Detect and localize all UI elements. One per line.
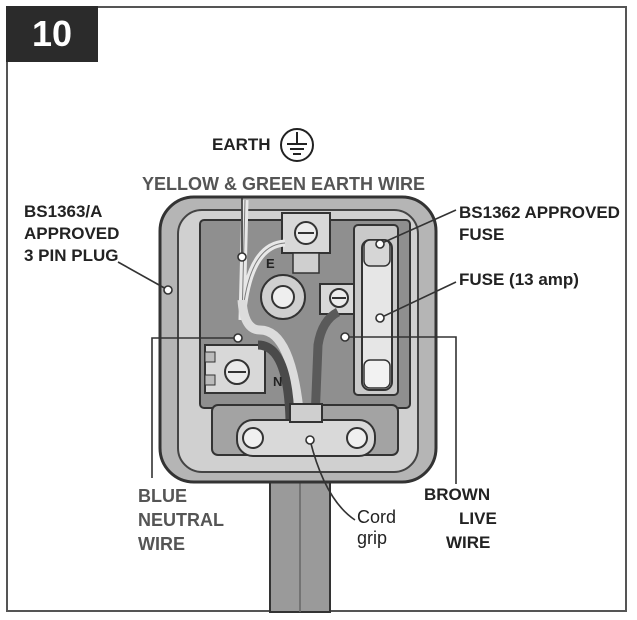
label-fuse-approved-line2: FUSE — [459, 225, 505, 244]
label-terminal-n: N — [273, 374, 283, 389]
label-plug-line3: 3 PIN PLUG — [24, 246, 119, 265]
leader-fuse-rating — [379, 281, 457, 319]
live-wire — [310, 307, 341, 421]
leader-neutral — [151, 337, 238, 478]
step-badge: 10 — [6, 6, 98, 62]
label-neutral-line1: BLUE — [138, 486, 187, 506]
label-plug-line2: APPROVED — [24, 224, 120, 243]
cord-grip-screw-right — [346, 427, 368, 449]
earth-wire-run — [237, 299, 305, 421]
label-plug-line1: BS1363/A — [24, 202, 103, 221]
leader-fuse-approved — [379, 209, 457, 245]
label-terminal-e: E — [266, 256, 275, 271]
label-earth-wire: YELLOW & GREEN EARTH WIRE — [142, 174, 425, 194]
cord-grip-screw-left — [242, 427, 264, 449]
label-earth: EARTH — [212, 135, 271, 154]
label-cord-grip-line2: grip — [357, 528, 388, 548]
label-cord-grip-line1: Cord — [357, 507, 397, 527]
label-live-line3: WIRE — [446, 533, 491, 552]
leader-plug — [117, 261, 169, 291]
label-fuse-approved-line1: BS1362 APPROVED — [459, 203, 620, 222]
leader-live — [345, 336, 457, 484]
label-live-line2: LIVE — [459, 509, 497, 528]
label-neutral-line3: WIRE — [138, 534, 185, 554]
label-neutral-line2: NEUTRAL — [138, 510, 224, 530]
leader-cord-grip — [309, 439, 356, 521]
label-fuse-rating: FUSE (13 amp) — [459, 270, 579, 289]
earth-ground-icon — [280, 128, 314, 162]
label-live-line1: BROWN — [424, 485, 491, 504]
